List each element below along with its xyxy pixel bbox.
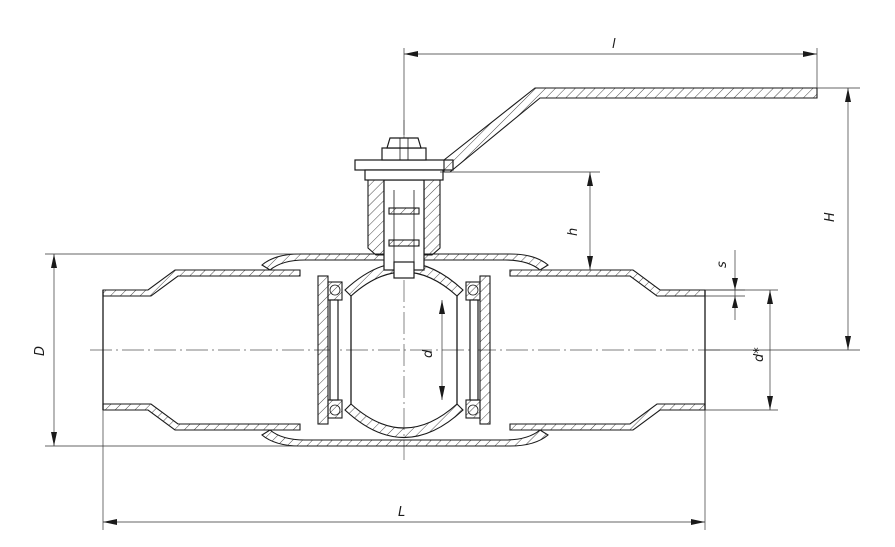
dimension-pipe-diameter: d*: [705, 289, 778, 411]
dimension-outer-diameter: D: [33, 253, 300, 447]
dimension-total-length: L: [102, 410, 706, 530]
dimension-stem-height: h: [440, 171, 600, 271]
dimension-height: H: [706, 87, 860, 351]
dimension-handle-length: l: [403, 37, 818, 135]
label-height: H: [823, 212, 838, 222]
label-wall-thickness: s: [715, 261, 730, 268]
label-stem-height: h: [566, 228, 581, 236]
label-total-length: L: [398, 505, 405, 520]
stem-nut: [354, 137, 454, 181]
label-bore-diameter: d: [421, 349, 436, 358]
handle-lever: [443, 87, 818, 173]
label-pipe-diameter: d*: [752, 347, 767, 362]
left-seat-ring: [317, 275, 343, 425]
right-seat-ring: [465, 275, 491, 425]
stem-housing: [367, 179, 441, 279]
dimension-bore-diameter: d: [421, 300, 445, 400]
label-handle-length: l: [612, 37, 616, 52]
label-outer-diameter: D: [33, 346, 48, 356]
valve-ball: [344, 262, 464, 438]
dimension-wall-thickness: s: [705, 250, 745, 320]
right-pipe-end: [509, 269, 706, 431]
left-pipe-end: [102, 269, 301, 431]
